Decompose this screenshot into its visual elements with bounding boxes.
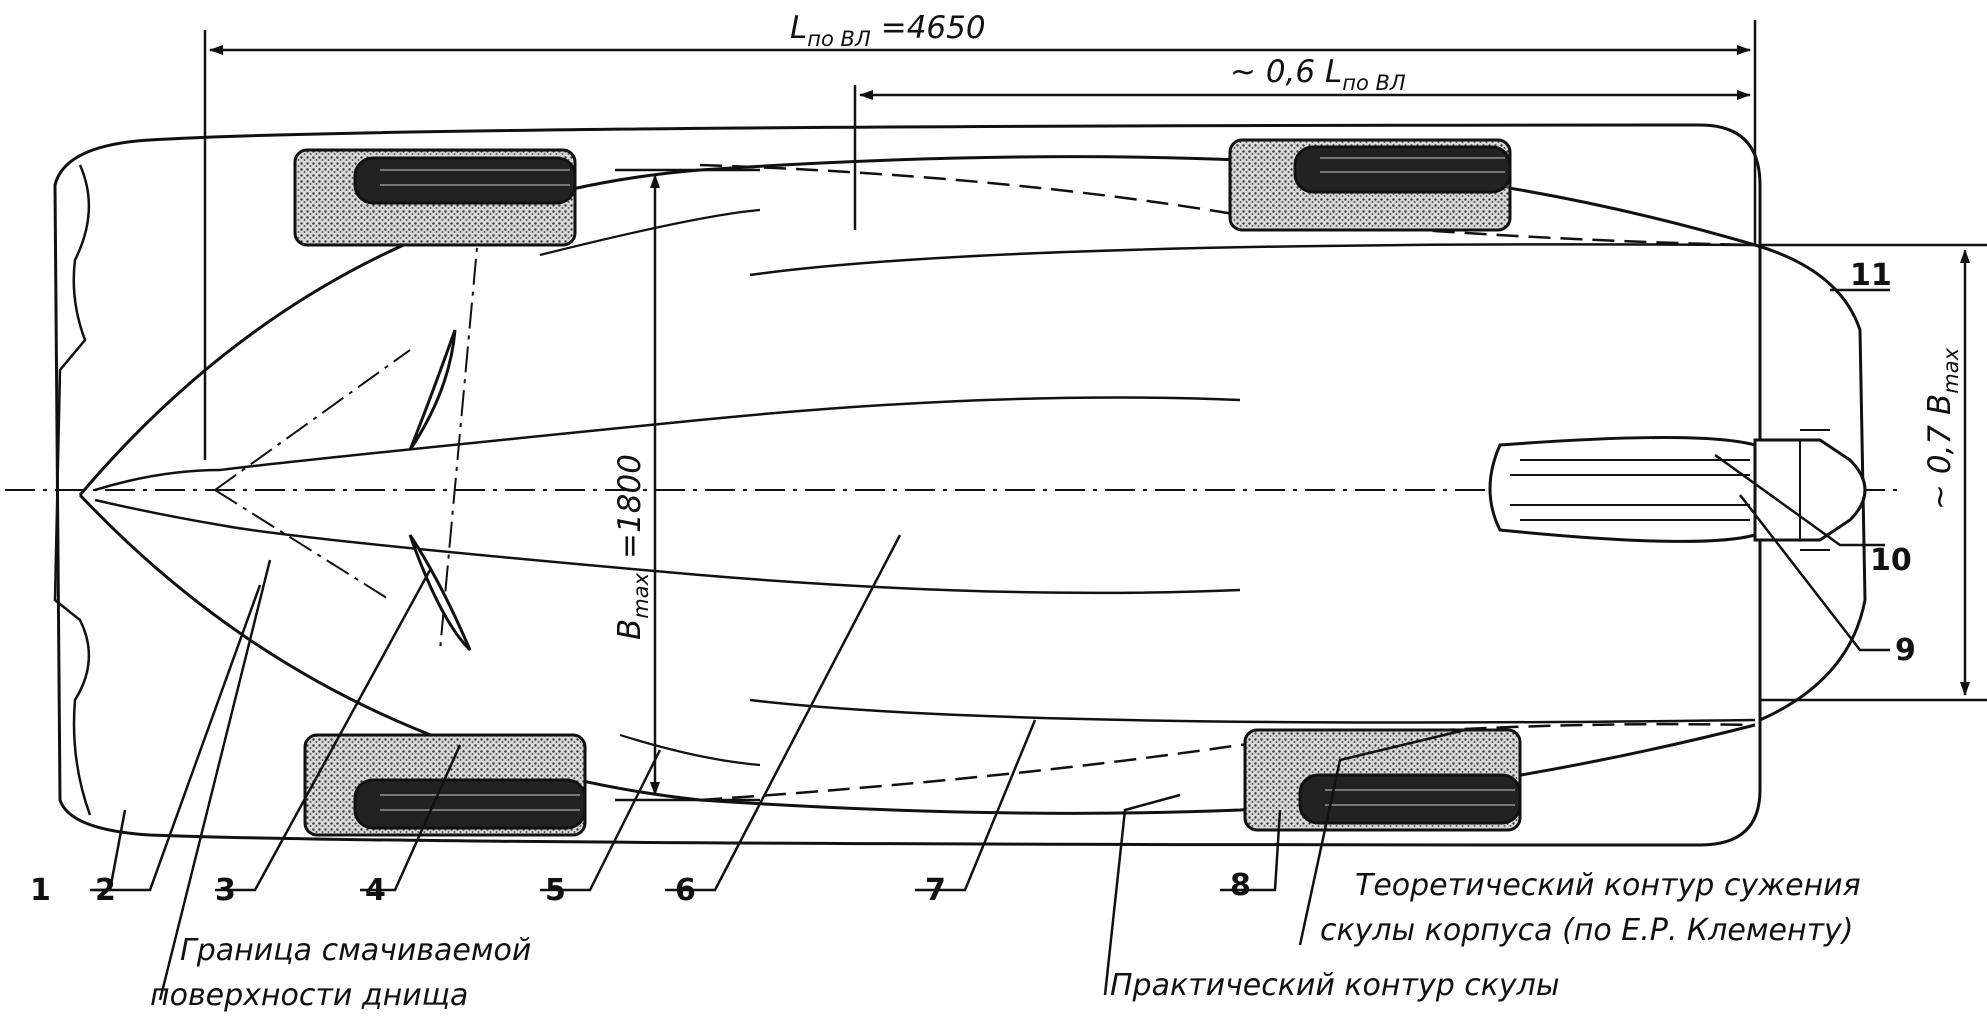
- inner-bow-line: [94, 468, 221, 527]
- callout-9: 9: [1895, 633, 1916, 668]
- length-symbol: L: [790, 10, 807, 46]
- strake-inner-upper: [539, 208, 761, 257]
- stern-transom: [1754, 243, 1867, 722]
- svg-text:Lпо ВЛ=4650: Lпо ВЛ=4650: [790, 10, 986, 51]
- callout-10: 10: [1870, 543, 1912, 578]
- note-theoretical-1: Теоретический контур сужения: [1355, 868, 1861, 903]
- note-practical: Практический контур скулы: [1110, 968, 1560, 1003]
- callout-1: 1: [30, 873, 51, 908]
- callout-2: 2: [95, 873, 116, 908]
- callout-11: 11: [1850, 258, 1892, 293]
- note-wetted-surface-1: Граница смачиваемой: [180, 933, 531, 968]
- note-wetted-surface-2: поверхности днища: [150, 978, 468, 1013]
- strake-inner-lower: [619, 733, 761, 767]
- strake-lower: [749, 698, 1756, 724]
- motor-head: [1753, 438, 1867, 542]
- stern-width-symbol: ~ 0,7 B: [1922, 394, 1958, 510]
- theoretical-contour-lower: [699, 722, 1756, 802]
- callout-8: 8: [1230, 868, 1251, 903]
- keel-fillet: [219, 396, 1241, 595]
- callout-7: 7: [925, 873, 946, 908]
- svg-text:~ 0,6 Lпо ВЛ: ~ 0,6 Lпо ВЛ: [1230, 54, 1406, 95]
- callout-5: 5: [545, 873, 566, 908]
- bow-fender: [53, 164, 92, 816]
- wheels: [293, 138, 1522, 837]
- svg-text:~ 0,7 Bmax: ~ 0,7 Bmax: [1922, 347, 1963, 510]
- fin-upper: [408, 329, 457, 451]
- beam-symbol: B: [612, 619, 648, 640]
- callout-3: 3: [215, 873, 236, 908]
- fraction-symbol: ~ 0,6 L: [1230, 54, 1342, 90]
- note-theoretical-2: скулы корпуса (по Е.Р. Клементу): [1320, 913, 1854, 948]
- svg-text:Bmax=1800: Bmax=1800: [612, 454, 653, 640]
- callout-6: 6: [675, 873, 696, 908]
- strake-upper: [749, 243, 1756, 277]
- jet-unit: [1488, 436, 1757, 543]
- deck-outline: [53, 123, 1762, 847]
- callout-4: 4: [365, 873, 386, 908]
- theoretical-contour-upper: [699, 163, 1756, 247]
- fin-lower: [408, 534, 472, 652]
